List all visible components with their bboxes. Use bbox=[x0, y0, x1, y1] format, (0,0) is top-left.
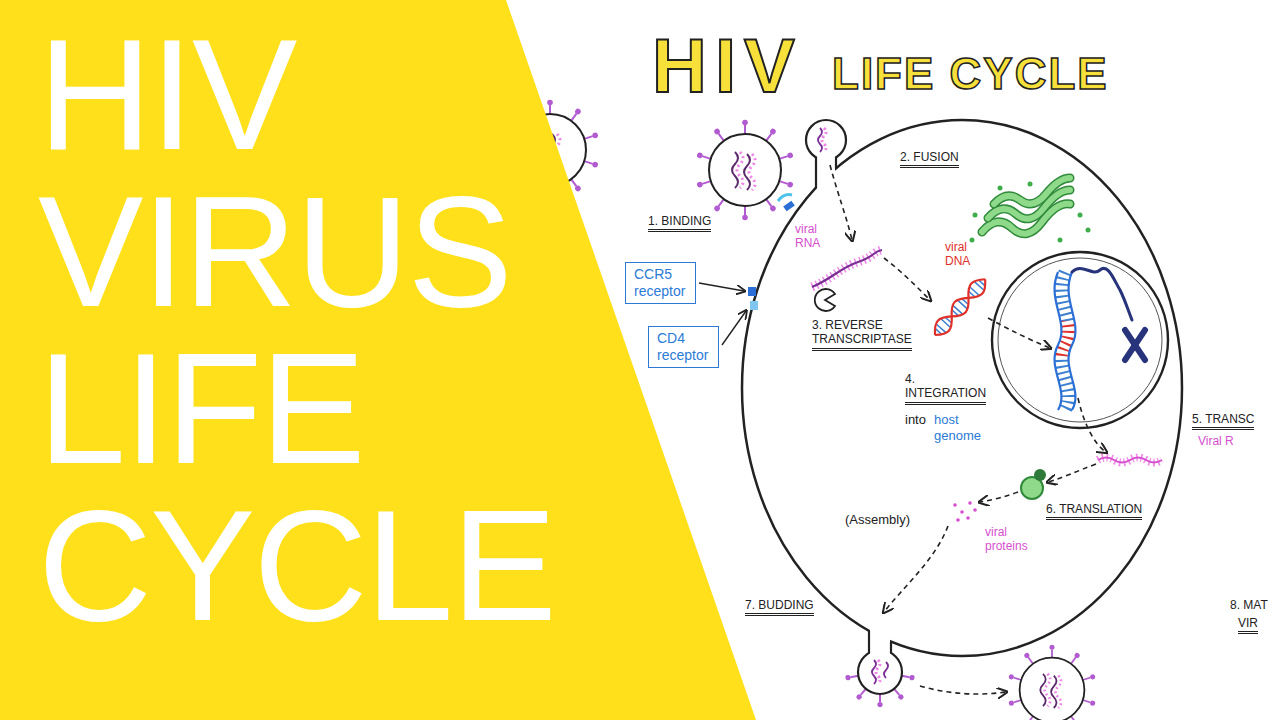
molecule-label: viral RNA bbox=[795, 222, 820, 251]
step-label: 2. FUSION bbox=[900, 150, 959, 168]
host-chromosome bbox=[1055, 268, 1145, 410]
title-banner: HIV VIRUS LIFE CYCLE bbox=[0, 0, 760, 720]
nucleus bbox=[992, 252, 1168, 428]
molecule-label: Viral R bbox=[1198, 434, 1234, 448]
process-arrow bbox=[830, 165, 1106, 694]
receptor-name: CD4 receptor bbox=[657, 330, 708, 364]
mature-virion bbox=[1008, 645, 1096, 720]
molecule-label: viral proteins bbox=[985, 525, 1028, 554]
viral-rna-strand bbox=[812, 250, 882, 287]
note-text: into bbox=[905, 412, 926, 428]
cell-receptor bbox=[748, 195, 795, 310]
endoplasmic-reticulum bbox=[970, 178, 1091, 243]
viral-dna-helix bbox=[929, 274, 990, 340]
step-label: 7. BUDDING bbox=[745, 598, 814, 616]
receptor-box: CD4 receptor bbox=[648, 326, 719, 368]
step-label: VIR bbox=[1238, 616, 1258, 634]
receptor-box: CCR5 receptor bbox=[625, 262, 696, 304]
hiv-virion bbox=[696, 120, 793, 221]
step-label: 1. BINDING bbox=[648, 214, 711, 232]
title-word: HIV bbox=[652, 28, 803, 104]
banner-title: HIV VIRUS LIFE CYCLE bbox=[38, 16, 598, 644]
note-text: (Assembly) bbox=[845, 512, 910, 528]
reverse-transcriptase-enzyme bbox=[815, 289, 835, 311]
budding-bulge bbox=[845, 628, 915, 707]
banner-shape bbox=[0, 0, 756, 720]
step-label: 6. TRANSLATION bbox=[1046, 502, 1142, 520]
step-label: 5. TRANSC bbox=[1192, 412, 1254, 430]
host-cell bbox=[742, 120, 1182, 656]
molecule-label: viral DNA bbox=[945, 240, 970, 269]
viral-protein-dots bbox=[953, 501, 977, 522]
note-text: host genome bbox=[934, 412, 981, 443]
step-label: 4. INTEGRATION bbox=[905, 372, 986, 405]
step-label: 3. REVERSE TRANSCRIPTASE bbox=[812, 318, 912, 351]
title-word: LIFE CYCLE bbox=[832, 52, 1109, 96]
fusion-bulge bbox=[806, 120, 846, 190]
receptor-name: CCR5 receptor bbox=[634, 266, 685, 300]
viral-rna-strand bbox=[1098, 458, 1162, 463]
step-label: 8. MAT bbox=[1230, 598, 1268, 612]
ribosome bbox=[1021, 469, 1046, 499]
